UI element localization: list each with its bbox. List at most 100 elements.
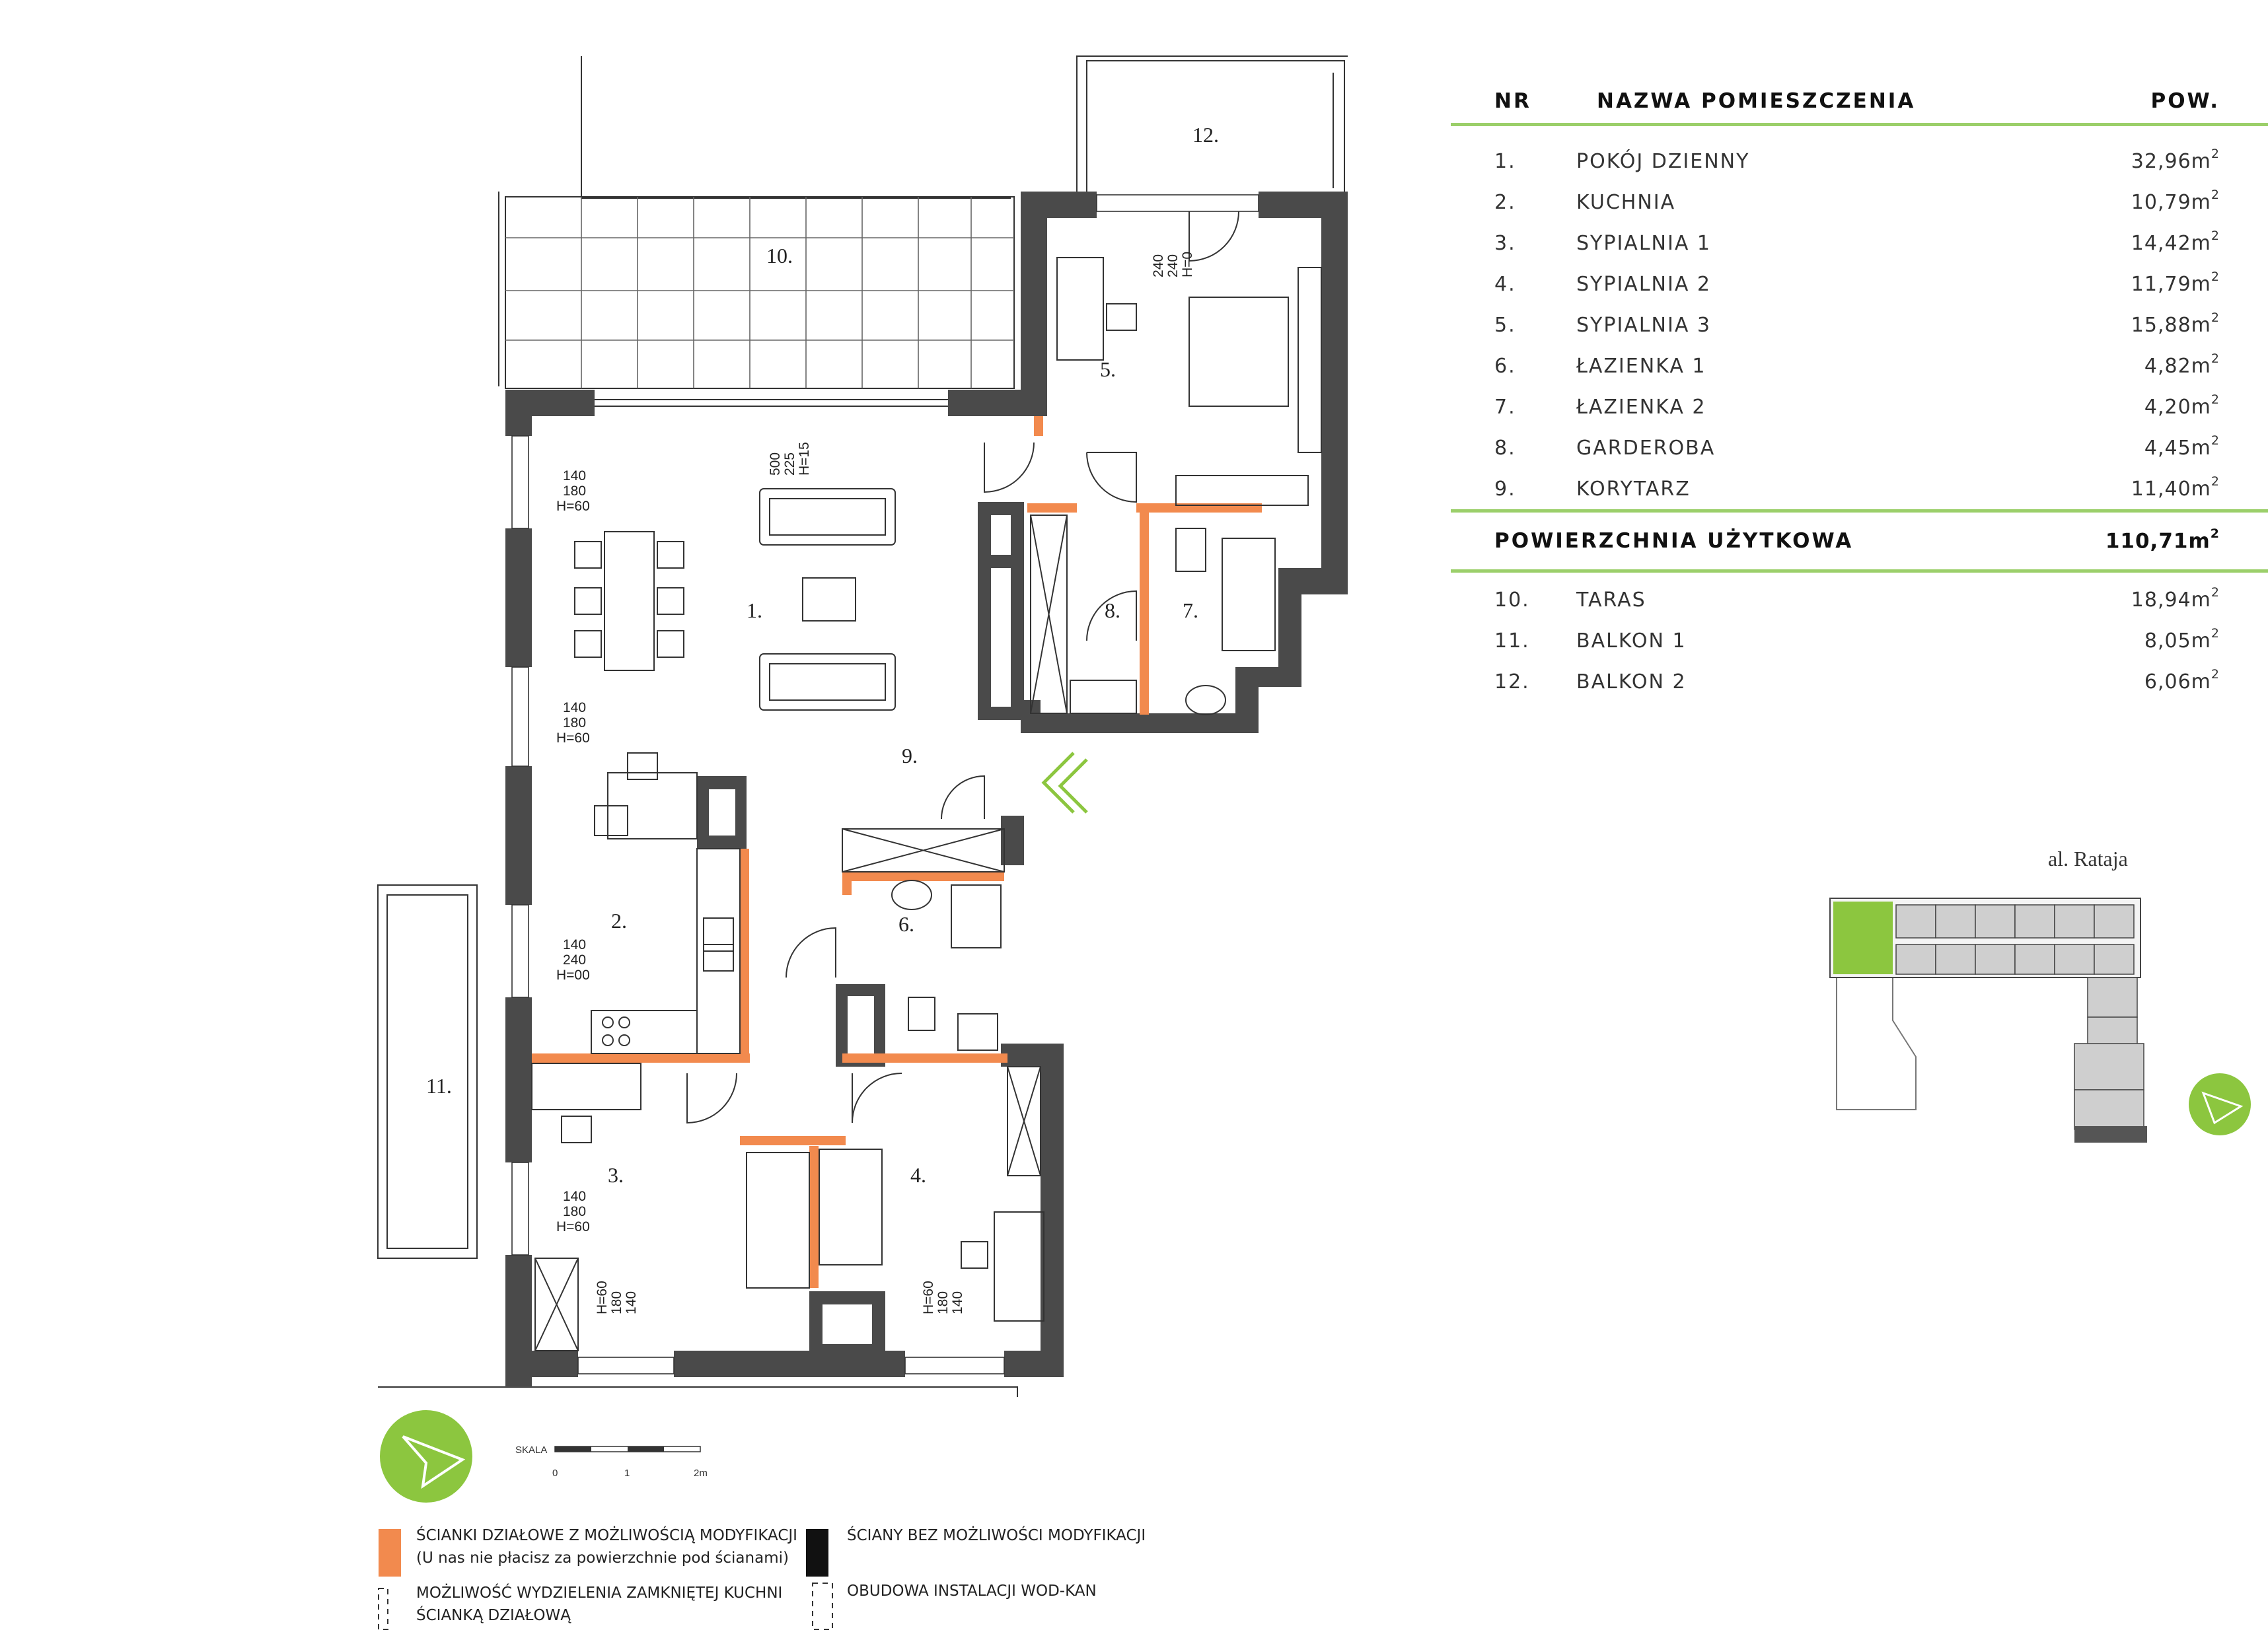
svg-text:H=60: H=60: [556, 1219, 590, 1234]
row-nr: 1.: [1494, 149, 1516, 173]
row-area: 4,20m2: [2048, 392, 2268, 419]
row-nr: 5.: [1494, 313, 1516, 337]
row-area: 18,94m2: [2048, 585, 2268, 612]
unit-exponent: 2: [2211, 433, 2220, 448]
svg-text:500: 500: [768, 452, 783, 476]
row-name: SYPIALNIA 2: [1576, 272, 1711, 296]
row-area: 4,45m2: [2048, 433, 2268, 460]
room-area-table: NR NAZWA POMIESZCZENIA POW. 1. POKÓJ DZIE…: [1451, 79, 2268, 702]
legend-kitchen: MOŻLIWOŚĆ WYDZIELENIA ZAMKNIĘTEJ KUCHNI …: [416, 1582, 782, 1627]
scale-bar: SKALA 0 1 2m: [515, 1444, 708, 1479]
terrace-10: [498, 56, 1015, 389]
area-value: 15,88m: [2131, 314, 2211, 337]
label-room-4: 4.: [910, 1163, 926, 1187]
row-nr: 7.: [1494, 395, 1516, 419]
row-name: ŁAZIENKA 1: [1576, 354, 1706, 378]
row-name: TARAS: [1576, 588, 1646, 612]
total-label: POWIERZCHNIA UŻYTKOWA: [1494, 529, 1854, 553]
modifiable-walls: [532, 416, 1262, 1288]
balcony-11: [377, 884, 478, 1259]
svg-text:140: 140: [563, 700, 586, 715]
svg-text:180: 180: [563, 1204, 586, 1219]
svg-text:240: 240: [1165, 254, 1181, 277]
row-nr: 4.: [1494, 272, 1516, 296]
row-nr: 12.: [1494, 670, 1530, 694]
svg-text:H=60: H=60: [556, 730, 590, 746]
unit-exponent: 2: [2210, 526, 2220, 541]
dim-balcony2-window: 240 240 H=0: [1151, 252, 1195, 277]
area-value: 4,20m: [2144, 396, 2211, 419]
row-area: 11,79m2: [2048, 269, 2268, 296]
swatch-kitchen: [378, 1588, 388, 1630]
svg-text:180: 180: [935, 1291, 951, 1314]
street-label: al. Rataja: [2048, 847, 2128, 871]
legend-modifiable: ŚCIANKI DZIAŁOWE Z MOŻLIWOŚCIĄ MODYFIKAC…: [416, 1524, 797, 1569]
total-area-row: POWIERZCHNIA UŻYTKOWA 110,71m2: [1451, 513, 2268, 569]
row-name: SYPIALNIA 3: [1576, 313, 1711, 337]
row-name: POKÓJ DZIENNY: [1576, 149, 1750, 173]
label-room-12: 12.: [1192, 123, 1219, 147]
unit-exponent: 2: [2211, 351, 2220, 366]
area-value: 4,82m: [2144, 355, 2211, 378]
svg-text:140: 140: [950, 1291, 965, 1314]
swatch-fixed: [806, 1529, 828, 1577]
svg-text:240: 240: [1151, 254, 1166, 277]
header-area: POW.: [2150, 89, 2220, 113]
area-value: 11,40m: [2131, 478, 2211, 501]
row-name: KORYTARZ: [1576, 477, 1691, 501]
divider: [1451, 509, 2268, 513]
svg-text:0: 0: [552, 1468, 558, 1479]
row-name: KUCHNIA: [1576, 190, 1676, 214]
row-nr: 3.: [1494, 231, 1516, 255]
svg-text:SKALA: SKALA: [515, 1444, 547, 1456]
svg-text:140: 140: [563, 1189, 586, 1204]
legend-fixed: ŚCIANY BEZ MOŻLIWOŚCI MODYFIKACJI: [847, 1524, 1146, 1547]
svg-text:140: 140: [563, 468, 586, 483]
area-value: 8,05m: [2144, 629, 2211, 653]
area-value: 11,79m: [2131, 273, 2211, 296]
header-name: NAZWA POMIESZCZENIA: [1597, 89, 1916, 113]
window-dimensions: 500 225 H=15 240 240 H=0 140 180 H=60 14…: [556, 252, 1195, 1314]
unit-exponent: 2: [2211, 147, 2220, 161]
table-row: 1. POKÓJ DZIENNY 32,96m2: [1451, 141, 2268, 182]
legend-kitchen-line2: ŚCIANKĄ DZIAŁOWĄ: [416, 1607, 571, 1624]
label-room-5: 5.: [1100, 357, 1116, 381]
swatch-modifiable: [379, 1529, 401, 1577]
svg-text:H=60: H=60: [921, 1281, 936, 1314]
row-area: 6,06m2: [2048, 667, 2268, 694]
row-area: 11,40m2: [2048, 474, 2268, 501]
row-area: 14,42m2: [2048, 229, 2268, 255]
dim-bedroom2-bottom-window: H=60 180 140: [921, 1281, 965, 1314]
dim-living-window-1: 140 180 H=60: [556, 468, 590, 514]
unit-exponent: 2: [2211, 188, 2220, 202]
row-nr: 2.: [1494, 190, 1516, 214]
area-value: 32,96m: [2131, 150, 2211, 173]
svg-text:240: 240: [563, 952, 586, 968]
table-header: NR NAZWA POMIESZCZENIA POW.: [1451, 79, 2268, 123]
svg-text:225: 225: [782, 452, 797, 476]
label-room-7: 7.: [1183, 598, 1198, 622]
svg-text:180: 180: [563, 715, 586, 730]
header-nr: NR: [1494, 89, 1531, 113]
area-value: 18,94m: [2131, 588, 2211, 612]
svg-text:H=00: H=00: [556, 968, 590, 983]
svg-text:140: 140: [563, 937, 586, 952]
row-nr: 8.: [1494, 436, 1516, 460]
dim-living-window-2: 140 180 H=60: [556, 700, 590, 746]
svg-text:H=0: H=0: [1180, 252, 1195, 277]
compass-arrow-icon: [380, 1410, 472, 1503]
label-room-6: 6.: [898, 912, 914, 936]
svg-text:H=60: H=60: [556, 499, 590, 514]
svg-text:180: 180: [609, 1291, 624, 1314]
area-value: 6,06m: [2144, 670, 2211, 694]
compass-small-icon: [2189, 1073, 2251, 1135]
unit-exponent: 2: [2211, 667, 2220, 682]
fixed-walls: [505, 192, 1348, 1387]
